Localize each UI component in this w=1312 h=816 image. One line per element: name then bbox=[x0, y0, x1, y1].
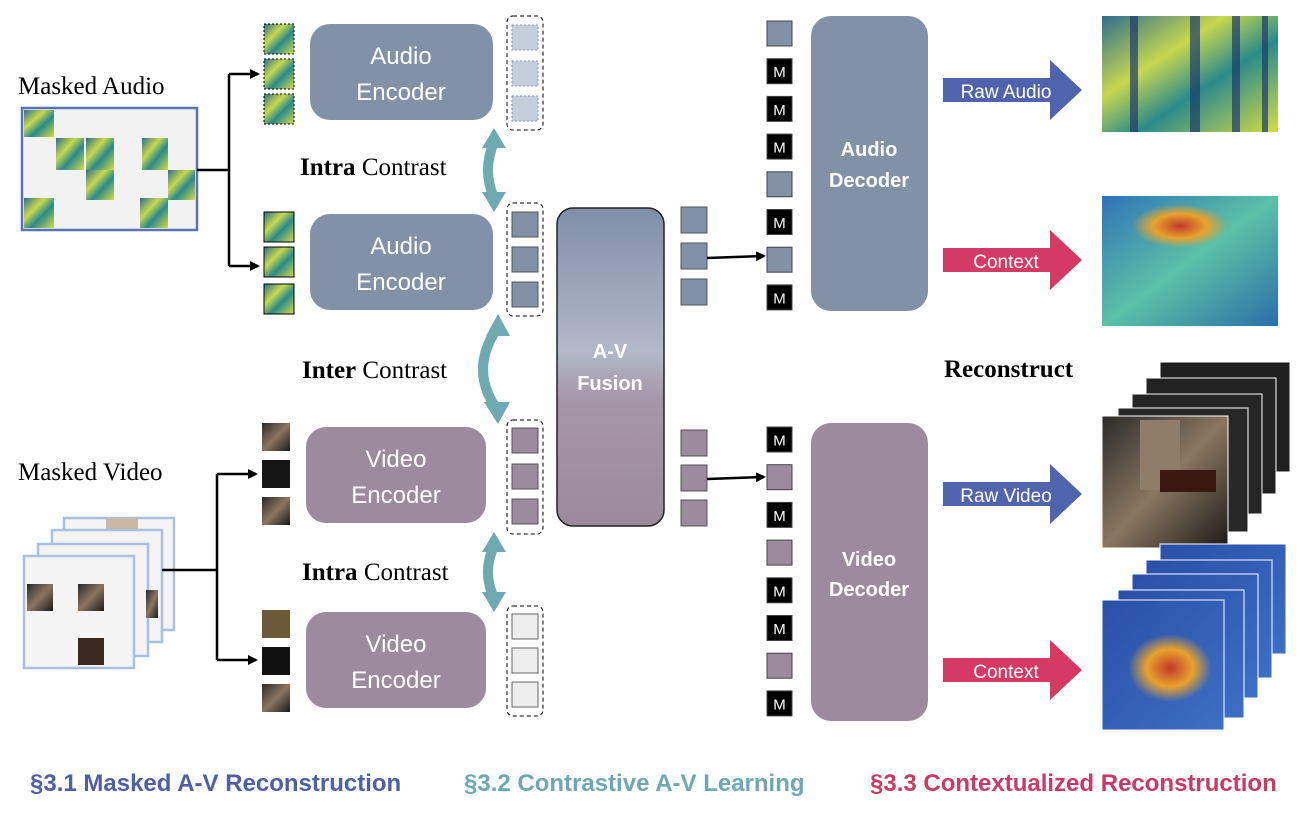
raw-video-arrow: Raw Video bbox=[943, 464, 1082, 524]
video-embeddings-1 bbox=[506, 419, 544, 535]
audio-decoder-mask-label: M bbox=[773, 102, 786, 119]
video-decoder-mask-token bbox=[766, 426, 793, 453]
audio-decoder-mask-label: M bbox=[773, 140, 786, 157]
audio-decoder: Audio Decoder bbox=[811, 16, 928, 311]
video-embeddings-2 bbox=[506, 605, 544, 717]
video-decoder-latent-token bbox=[766, 539, 793, 566]
masked-audio-label: Masked Audio bbox=[18, 73, 165, 100]
video-decoder-mask-token bbox=[766, 615, 793, 641]
video-decoder-mask-token bbox=[766, 690, 793, 717]
audio-context-heatmap bbox=[1102, 196, 1278, 326]
audio-encoder-2: Audio Encoder bbox=[310, 214, 493, 310]
masked-audio-spectrogram bbox=[20, 106, 199, 232]
audio-decoder-mask-token bbox=[766, 58, 793, 85]
video-decoder-tokens: M M M M M bbox=[766, 426, 793, 717]
svg-text:Raw Video: Raw Video bbox=[960, 486, 1052, 507]
video-decoder-latent-token bbox=[766, 652, 793, 679]
video-patches-2 bbox=[262, 610, 290, 712]
audio-patches-1 bbox=[263, 23, 295, 125]
video-branch-connector bbox=[162, 469, 258, 665]
svg-text:A-V: A-V bbox=[593, 341, 628, 363]
raw-audio-arrow: Raw Audio bbox=[943, 60, 1082, 120]
svg-text:Audio: Audio bbox=[370, 43, 431, 70]
inter-contrast-arrow bbox=[478, 314, 510, 424]
svg-text:Video: Video bbox=[842, 549, 896, 571]
context-video-arrow: Context bbox=[943, 640, 1082, 700]
svg-text:Decoder: Decoder bbox=[829, 170, 909, 192]
video-decoder-mask-label: M bbox=[773, 696, 786, 713]
svg-text:Context: Context bbox=[973, 662, 1039, 683]
video-decoder-mask-label: M bbox=[773, 433, 786, 450]
video-decoder-mask-label: M bbox=[773, 508, 786, 525]
video-decoder-latent-token bbox=[766, 464, 793, 491]
reconstructed-video-frames bbox=[1101, 361, 1291, 549]
video-decoder-mask-token bbox=[766, 577, 793, 604]
reconstructed-spectrogram bbox=[1102, 16, 1278, 132]
reconstruct-label: Reconstruct bbox=[944, 356, 1074, 383]
audio-decoder-mask-token bbox=[766, 284, 793, 311]
context-audio-arrow: Context bbox=[943, 230, 1082, 290]
audio-to-decoder-arrow bbox=[706, 251, 766, 262]
video-decoder-mask-token bbox=[766, 501, 793, 528]
svg-text:Raw Audio: Raw Audio bbox=[961, 82, 1052, 103]
intra-contrast-arrow-audio bbox=[482, 128, 506, 212]
intra-contrast-label-video: Intra Contrast bbox=[302, 559, 449, 586]
audio-decoder-mask-token bbox=[766, 209, 793, 235]
svg-text:Encoder: Encoder bbox=[351, 667, 440, 694]
video-to-decoder-arrow bbox=[706, 472, 766, 483]
audio-embeddings-1 bbox=[506, 15, 544, 131]
audio-embeddings-2 bbox=[506, 202, 544, 317]
svg-text:Audio: Audio bbox=[841, 139, 898, 161]
audio-decoder-mask-token bbox=[766, 95, 793, 122]
svg-text:Encoder: Encoder bbox=[356, 79, 445, 106]
audio-decoder-latent-token bbox=[766, 246, 793, 273]
audio-encoder-1: Audio Encoder bbox=[310, 24, 493, 120]
masked-video-label: Masked Video bbox=[18, 459, 163, 486]
intra-contrast-arrow-video bbox=[482, 532, 506, 612]
svg-text:Context: Context bbox=[973, 252, 1039, 273]
svg-text:Encoder: Encoder bbox=[356, 269, 445, 296]
audio-decoder-tokens: M M M M M bbox=[766, 20, 793, 311]
masked-video-frames bbox=[22, 516, 176, 670]
svg-text:Fusion: Fusion bbox=[577, 373, 643, 395]
fusion-audio-tokens bbox=[680, 206, 708, 306]
video-encoder-1: Video Encoder bbox=[306, 427, 486, 523]
video-decoder: Video Decoder bbox=[811, 423, 928, 721]
audio-decoder-mask-label: M bbox=[773, 290, 786, 307]
video-patches-1 bbox=[262, 423, 290, 525]
svg-text:Decoder: Decoder bbox=[829, 579, 909, 601]
fusion-video-tokens bbox=[680, 429, 708, 527]
svg-text:Encoder: Encoder bbox=[351, 482, 440, 509]
svg-text:Video: Video bbox=[366, 631, 427, 658]
footer-masked-reconstruction: §3.1 Masked A-V Reconstruction bbox=[30, 770, 401, 797]
svg-text:Audio: Audio bbox=[370, 233, 431, 260]
footer-contextualized-reconstruction: §3.3 Contextualized Reconstruction bbox=[870, 770, 1277, 797]
audio-decoder-mask-token bbox=[766, 133, 793, 160]
video-context-heatmap-frames bbox=[1101, 543, 1287, 731]
audio-decoder-latent-token bbox=[766, 20, 793, 47]
audio-decoder-mask-label: M bbox=[773, 64, 786, 81]
svg-text:Video: Video bbox=[366, 446, 427, 473]
audio-decoder-mask-label: M bbox=[773, 215, 786, 232]
intra-contrast-label-audio: Intra Contrast bbox=[300, 154, 447, 181]
video-encoder-2: Video Encoder bbox=[306, 612, 486, 708]
audio-decoder-latent-token bbox=[766, 171, 793, 198]
video-decoder-mask-label: M bbox=[773, 583, 786, 600]
footer-contrastive-learning: §3.2 Contrastive A-V Learning bbox=[464, 770, 805, 797]
inter-contrast-label: Inter Contrast bbox=[302, 357, 447, 384]
audio-patches-2 bbox=[263, 211, 295, 315]
audio-branch-connector bbox=[197, 69, 260, 271]
video-decoder-mask-label: M bbox=[773, 621, 786, 638]
av-fusion-block: A-V Fusion bbox=[556, 207, 665, 527]
